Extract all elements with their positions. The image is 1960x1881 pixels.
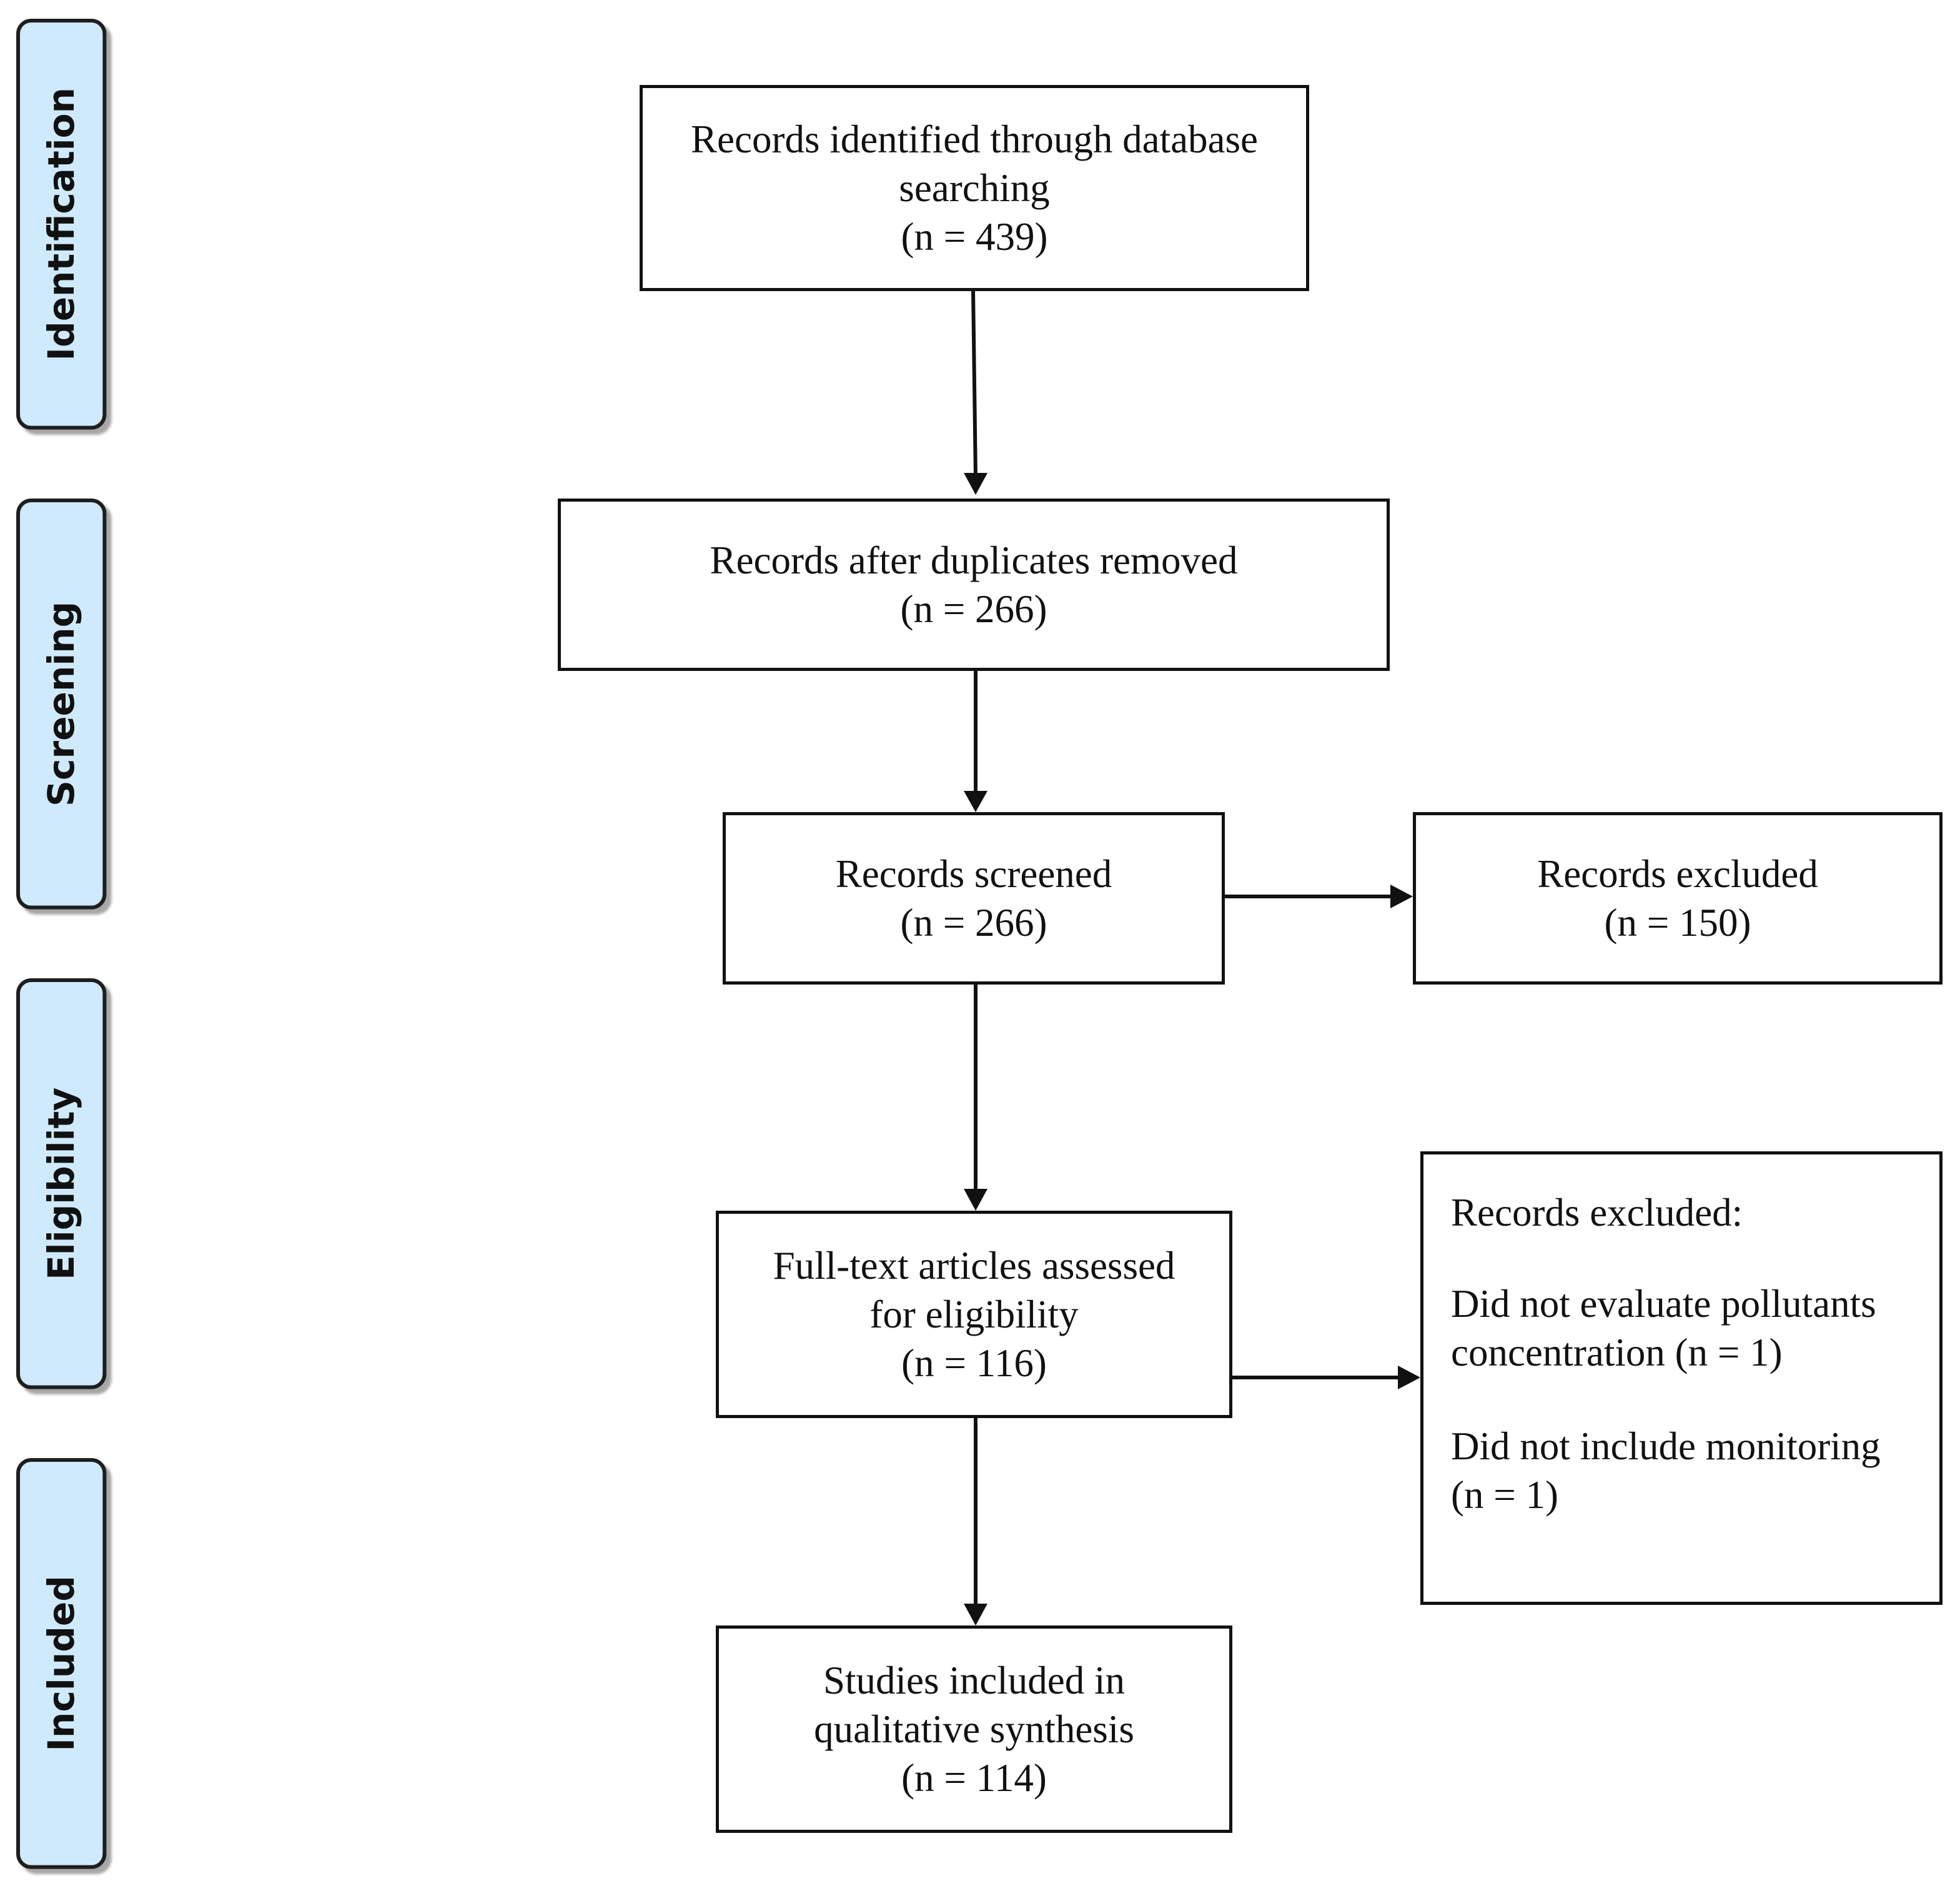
- arrowhead-down-4: [964, 1604, 987, 1625]
- records-excluded-screening-line1: Records excluded: [1537, 852, 1818, 896]
- stage-eligibility: Eligibility: [16, 978, 107, 1389]
- arrowhead-down-1: [964, 473, 987, 495]
- box-records-deduplicated: Records after duplicates removed (n = 26…: [558, 499, 1390, 671]
- excluded-fulltext-title: Records excluded:: [1451, 1191, 1743, 1234]
- box-records-screened: Records screened (n = 266): [723, 812, 1225, 985]
- stage-screening: Screening: [16, 499, 107, 910]
- studies-included-line1: Studies included in: [823, 1659, 1125, 1702]
- excluded-fulltext-reason1-line1: Did not evaluate pollutants: [1451, 1282, 1876, 1326]
- records-identified-count: (n = 439): [901, 215, 1048, 259]
- box-records-excluded-fulltext: Records excluded: Did not evaluate pollu…: [1420, 1151, 1943, 1605]
- box-records-excluded-screening: Records excluded (n = 150): [1413, 812, 1943, 985]
- stage-label-eligibility: Eligibility: [40, 1087, 83, 1280]
- arrowhead-right-2: [1398, 1366, 1420, 1389]
- records-screened-count: (n = 266): [900, 901, 1047, 945]
- records-identified-line2: searching: [899, 166, 1050, 210]
- excluded-fulltext-reason2-line2: (n = 1): [1451, 1473, 1558, 1517]
- arrowhead-down-2: [964, 791, 987, 812]
- fulltext-assessed-line2: for eligibility: [869, 1293, 1079, 1336]
- stage-included: Included: [16, 1458, 107, 1869]
- box-records-identified: Records identified through database sear…: [640, 85, 1309, 291]
- records-identified-line1: Records identified through database: [691, 117, 1258, 161]
- stage-label-screening: Screening: [40, 601, 83, 806]
- excluded-fulltext-reason1-line2: concentration (n = 1): [1451, 1331, 1783, 1374]
- box-fulltext-assessed: Full-text articles assessed for eligibil…: [716, 1211, 1232, 1418]
- studies-included-count: (n = 114): [901, 1756, 1047, 1800]
- studies-included-line2: qualitative synthesis: [814, 1707, 1134, 1751]
- arrowhead-down-3: [964, 1189, 987, 1211]
- records-excluded-screening-count: (n = 150): [1604, 901, 1751, 945]
- records-screened-line1: Records screened: [835, 852, 1112, 896]
- box-studies-included: Studies included in qualitative synthesi…: [716, 1625, 1232, 1833]
- stage-label-included: Included: [40, 1576, 83, 1752]
- arrowhead-right-1: [1390, 885, 1413, 908]
- records-deduplicated-line1: Records after duplicates removed: [710, 538, 1238, 582]
- records-deduplicated-count: (n = 266): [900, 587, 1047, 631]
- fulltext-assessed-line1: Full-text articles assessed: [773, 1244, 1176, 1288]
- arrow-identified-to-deduplicated: [971, 290, 978, 479]
- stage-identification: Identification: [16, 19, 107, 430]
- stage-label-identification: Identification: [40, 87, 83, 361]
- fulltext-assessed-count: (n = 116): [901, 1341, 1047, 1385]
- excluded-fulltext-reason2-line1: Did not include monitoring: [1451, 1424, 1881, 1468]
